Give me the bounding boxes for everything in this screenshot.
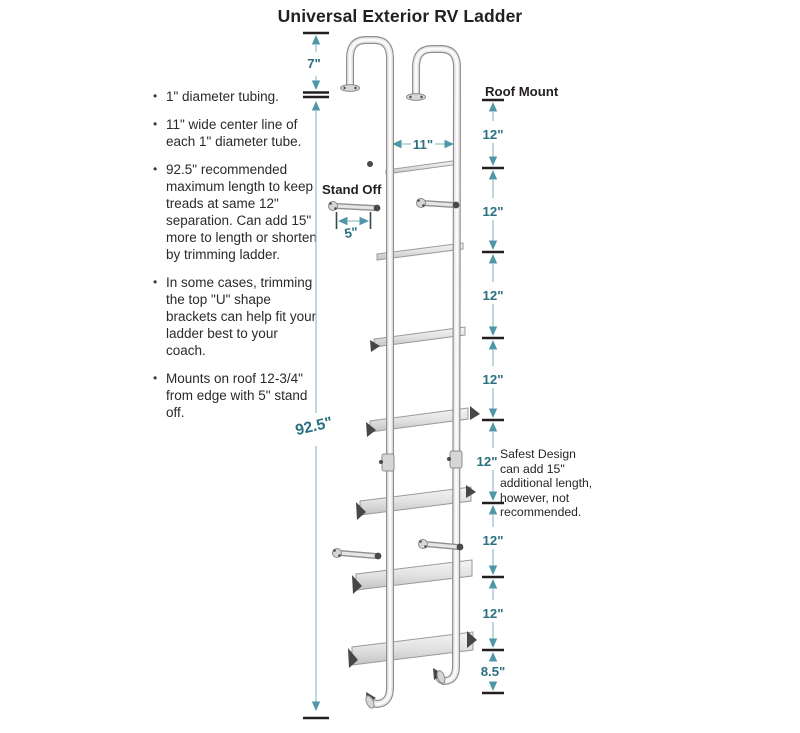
standoff-upper-right: [416, 198, 460, 209]
note-text: In some cases, trimming the top "U" shap…: [166, 275, 317, 358]
segment-label: 12": [483, 533, 504, 548]
roof-mount-foot: [340, 84, 360, 92]
standoff-brackets: [328, 198, 464, 560]
left-rail: [346, 36, 394, 708]
standoff-lower-left: [332, 548, 382, 560]
tread-bracket: [366, 422, 376, 437]
tread-bolt: [367, 161, 373, 167]
tread-bracket: [356, 502, 366, 520]
note-text: 11" wide center line of each 1" diameter…: [166, 117, 302, 149]
tread-bracket: [466, 485, 476, 498]
ladder-treads: [348, 159, 480, 668]
note-text: 1" diameter tubing.: [166, 89, 279, 104]
segment-label: 12": [483, 204, 504, 219]
notes-list: 1" diameter tubing. 11" wide center line…: [153, 88, 320, 432]
segment-label: 12": [477, 454, 498, 469]
dimension-hook-height: 7": [303, 31, 329, 99]
note-item: Mounts on roof 12-3/4" from edge with 5"…: [153, 370, 320, 421]
safest-design-note: Safest Design can add 15" additional len…: [500, 447, 593, 520]
tread: [385, 159, 461, 175]
segment-label: 12": [483, 127, 504, 142]
tread-bracket: [352, 575, 362, 594]
note-item: 11" wide center line of each 1" diameter…: [153, 116, 320, 150]
note-item: In some cases, trimming the top "U" shap…: [153, 274, 320, 359]
total-length-label: 92.5": [294, 414, 334, 439]
standoff-lower-right: [418, 539, 464, 551]
right-rail: [412, 45, 461, 685]
hook-height-label: 7": [307, 56, 321, 71]
segment-label: 12": [483, 606, 504, 621]
roof-mount-foot: [406, 93, 426, 101]
stand-off-label: Stand Off: [322, 182, 382, 197]
standoff-length-label: 5": [343, 224, 359, 241]
note-item: 92.5" recommended maximum length to keep…: [153, 161, 320, 263]
rail-width-label: 11": [413, 137, 433, 152]
tread-bracket: [348, 648, 358, 668]
dimension-rail-width: 11": [392, 137, 454, 152]
ladder-rails: [340, 36, 463, 709]
note-text: 92.5" recommended maximum length to keep…: [166, 162, 317, 262]
segment-label: 8.5": [481, 664, 506, 679]
roof-mount-label: Roof Mount: [485, 84, 559, 99]
bottom-foot: [365, 692, 376, 709]
segment-label: 12": [483, 288, 504, 303]
note-text: Mounts on roof 12-3/4" from edge with 5"…: [166, 371, 308, 420]
rail-splice-joints: [379, 450, 463, 472]
page-title: Universal Exterior RV Ladder: [277, 6, 523, 26]
note-item: 1" diameter tubing.: [153, 88, 320, 105]
standoff-upper-left: [328, 201, 381, 212]
tread-bracket: [467, 631, 477, 648]
bottom-foot: [433, 668, 446, 684]
tread-bracket: [370, 340, 380, 352]
dimension-segment-chain: Roof Mount 12" 12" 1: [477, 84, 559, 695]
segment-label: 12": [483, 372, 504, 387]
standoff-callout: Stand Off 5": [322, 182, 382, 241]
tread-bracket: [470, 406, 480, 420]
tread: [376, 242, 464, 261]
